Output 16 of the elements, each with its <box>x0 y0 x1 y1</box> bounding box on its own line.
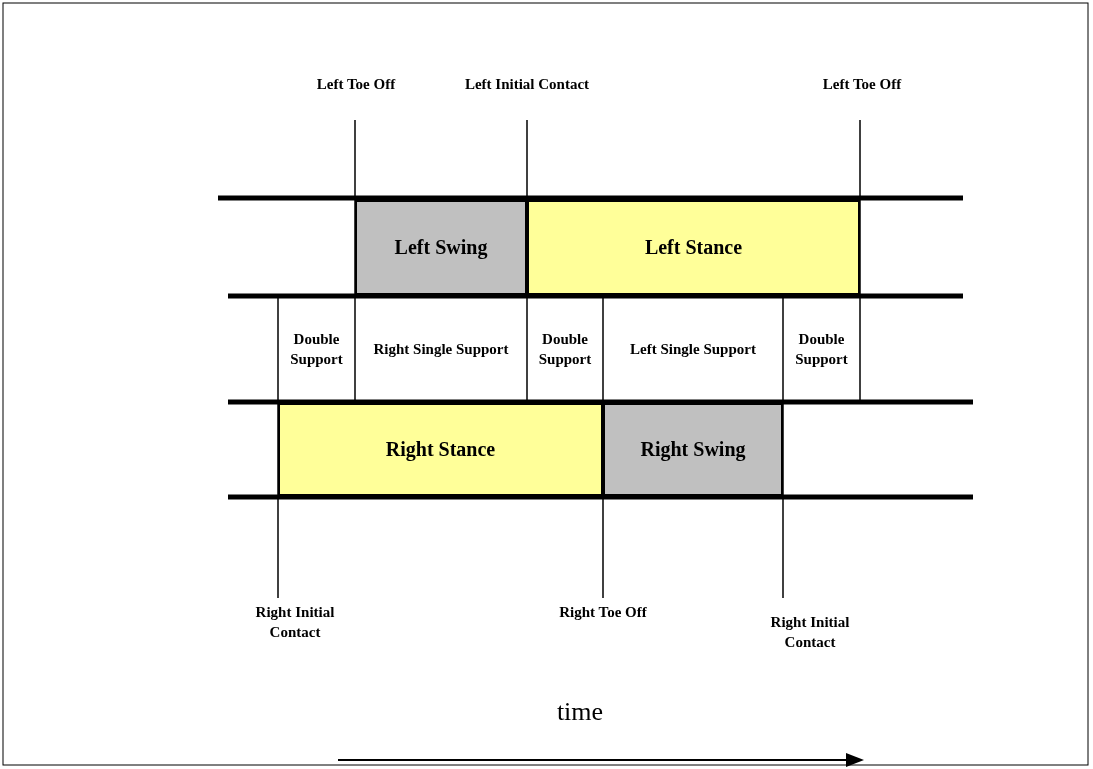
event-label: Right Initial Contact <box>769 613 851 652</box>
phase-label: Double Support <box>783 298 860 401</box>
phase-label: Double Support <box>278 298 355 401</box>
event-label: Right Initial Contact <box>254 603 336 642</box>
event-label: Left Initial Contact <box>463 75 591 94</box>
phase-bar: Left Stance <box>527 200 860 295</box>
phase-label: Left Single Support <box>603 298 783 401</box>
phase-label: Right Single Support <box>355 298 527 401</box>
phase-label: Double Support <box>527 298 603 401</box>
phase-bar: Left Swing <box>355 200 527 295</box>
phase-bar: Right Stance <box>278 403 603 496</box>
event-label: Left Toe Off <box>315 75 397 94</box>
event-label: Right Toe Off <box>558 603 648 622</box>
event-label: Left Toe Off <box>821 75 903 94</box>
axis-label: time <box>556 696 604 728</box>
phase-bar: Right Swing <box>603 403 783 496</box>
